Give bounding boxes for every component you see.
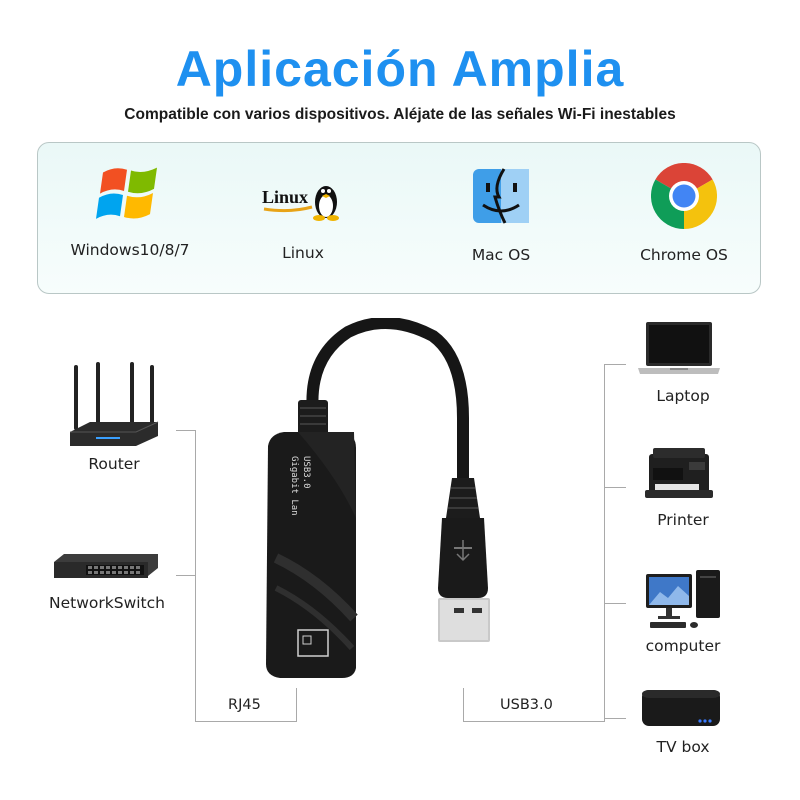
- adapter-usb-text: USB3.0: [301, 456, 311, 489]
- left-bottom-line: [195, 721, 297, 722]
- computer-label: computer: [645, 637, 721, 655]
- router-connector-line: [176, 430, 196, 431]
- page-subtitle: Compatible con varios dispositivos. Aléj…: [124, 106, 676, 123]
- tvbox-label: TV box: [656, 738, 710, 756]
- rj45-label: RJ45: [228, 697, 261, 713]
- router-label: Router: [88, 455, 140, 473]
- router-device: [66, 360, 162, 450]
- network-switch-icon: [54, 554, 158, 578]
- printer-connector-line: [604, 487, 626, 488]
- computer-icon: [646, 570, 720, 628]
- printer-device: [643, 444, 713, 504]
- tv-box-icon: [642, 690, 720, 726]
- os-label-linux: Linux: [282, 244, 324, 262]
- tvbox-device: [640, 686, 722, 732]
- printer-label: Printer: [657, 511, 709, 529]
- os-label-windows: Windows10/8/7: [70, 241, 190, 259]
- page-title: Aplicación Amplia: [175, 41, 625, 97]
- adapter-lan-text: Gigabit Lan: [289, 456, 299, 516]
- left-up-line: [296, 688, 297, 722]
- laptop-icon: [638, 322, 720, 374]
- usb-adapter-icon: USB3.0 Gigabit Lan: [266, 318, 490, 678]
- usb-ethernet-adapter: USB3.0 Gigabit Lan: [258, 318, 498, 678]
- laptop-label: Laptop: [656, 387, 710, 405]
- switch-label: NetworkSwitch: [49, 594, 165, 612]
- windows-logo-icon: [95, 163, 165, 225]
- usb3-label: USB3.0: [500, 697, 553, 713]
- linux-logo-text: Linux: [262, 187, 308, 207]
- laptop-connector-line: [604, 364, 626, 365]
- laptop-device: [636, 320, 722, 378]
- os-label-chromeos: Chrome OS: [640, 246, 728, 264]
- computer-device: [642, 568, 724, 632]
- switch-connector-line: [176, 575, 196, 576]
- left-vertical-line: [195, 430, 196, 722]
- right-up-line: [463, 688, 464, 722]
- right-vertical-line: [604, 364, 605, 722]
- right-bottom-line: [463, 721, 605, 722]
- os-compatibility-panel: Windows10/8/7 Linux Linux: [37, 142, 761, 294]
- linux-tux-icon: Linux: [262, 179, 344, 223]
- tvbox-connector-line: [604, 718, 626, 719]
- mac-finder-icon: [471, 167, 531, 225]
- computer-connector-line: [604, 603, 626, 604]
- switch-device: [52, 552, 160, 590]
- router-icon: [70, 362, 159, 446]
- printer-icon: [645, 448, 713, 498]
- os-label-macos: Mac OS: [471, 246, 531, 264]
- chrome-logo-icon: [651, 163, 717, 229]
